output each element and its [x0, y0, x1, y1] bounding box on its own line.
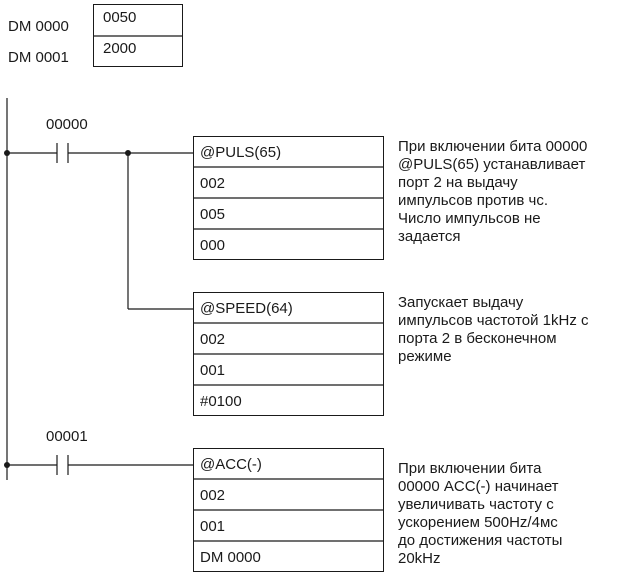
block-0-cell-3: 000 — [200, 237, 226, 254]
branch-node — [125, 150, 131, 156]
block-1-description: Запускает выдачу импульсов частотой 1kHz… — [398, 294, 589, 365]
block-2-cell-1: 002 — [200, 487, 226, 504]
dm-label-1: DM 0001 — [8, 49, 69, 66]
block-1-cell-2: 001 — [200, 362, 226, 379]
instruction-block-speed — [193, 292, 384, 416]
rail-node-1 — [4, 150, 10, 156]
instruction-block-acc — [193, 448, 384, 572]
block-1-cell-3: #0100 — [200, 393, 242, 410]
contact-label-00001: 00001 — [46, 428, 88, 445]
block-0-cell-1: 002 — [200, 175, 226, 192]
dm-value-0: 0050 — [103, 9, 137, 26]
block-1-cell-0: @SPEED(64) — [200, 300, 293, 317]
block-2-cell-0: @ACC(-) — [200, 456, 262, 473]
block-0-description: При включении бита 00000 @PULS(65) устан… — [398, 138, 588, 245]
block-0-cell-2: 005 — [200, 206, 226, 223]
block-1-cell-1: 002 — [200, 331, 226, 348]
block-0-cell-0: @PULS(65) — [200, 144, 282, 161]
instruction-block-puls — [193, 136, 384, 260]
contact-label-00000: 00000 — [46, 116, 88, 133]
block-2-cell-2: 001 — [200, 518, 226, 535]
block-2-cell-3: DM 0000 — [200, 549, 261, 566]
dm-label-0: DM 0000 — [8, 18, 69, 35]
rail-node-2 — [4, 462, 10, 468]
block-2-description: При включении бита 00000 ACC(-) начинает… — [398, 460, 563, 567]
dm-value-1: 2000 — [103, 40, 137, 57]
